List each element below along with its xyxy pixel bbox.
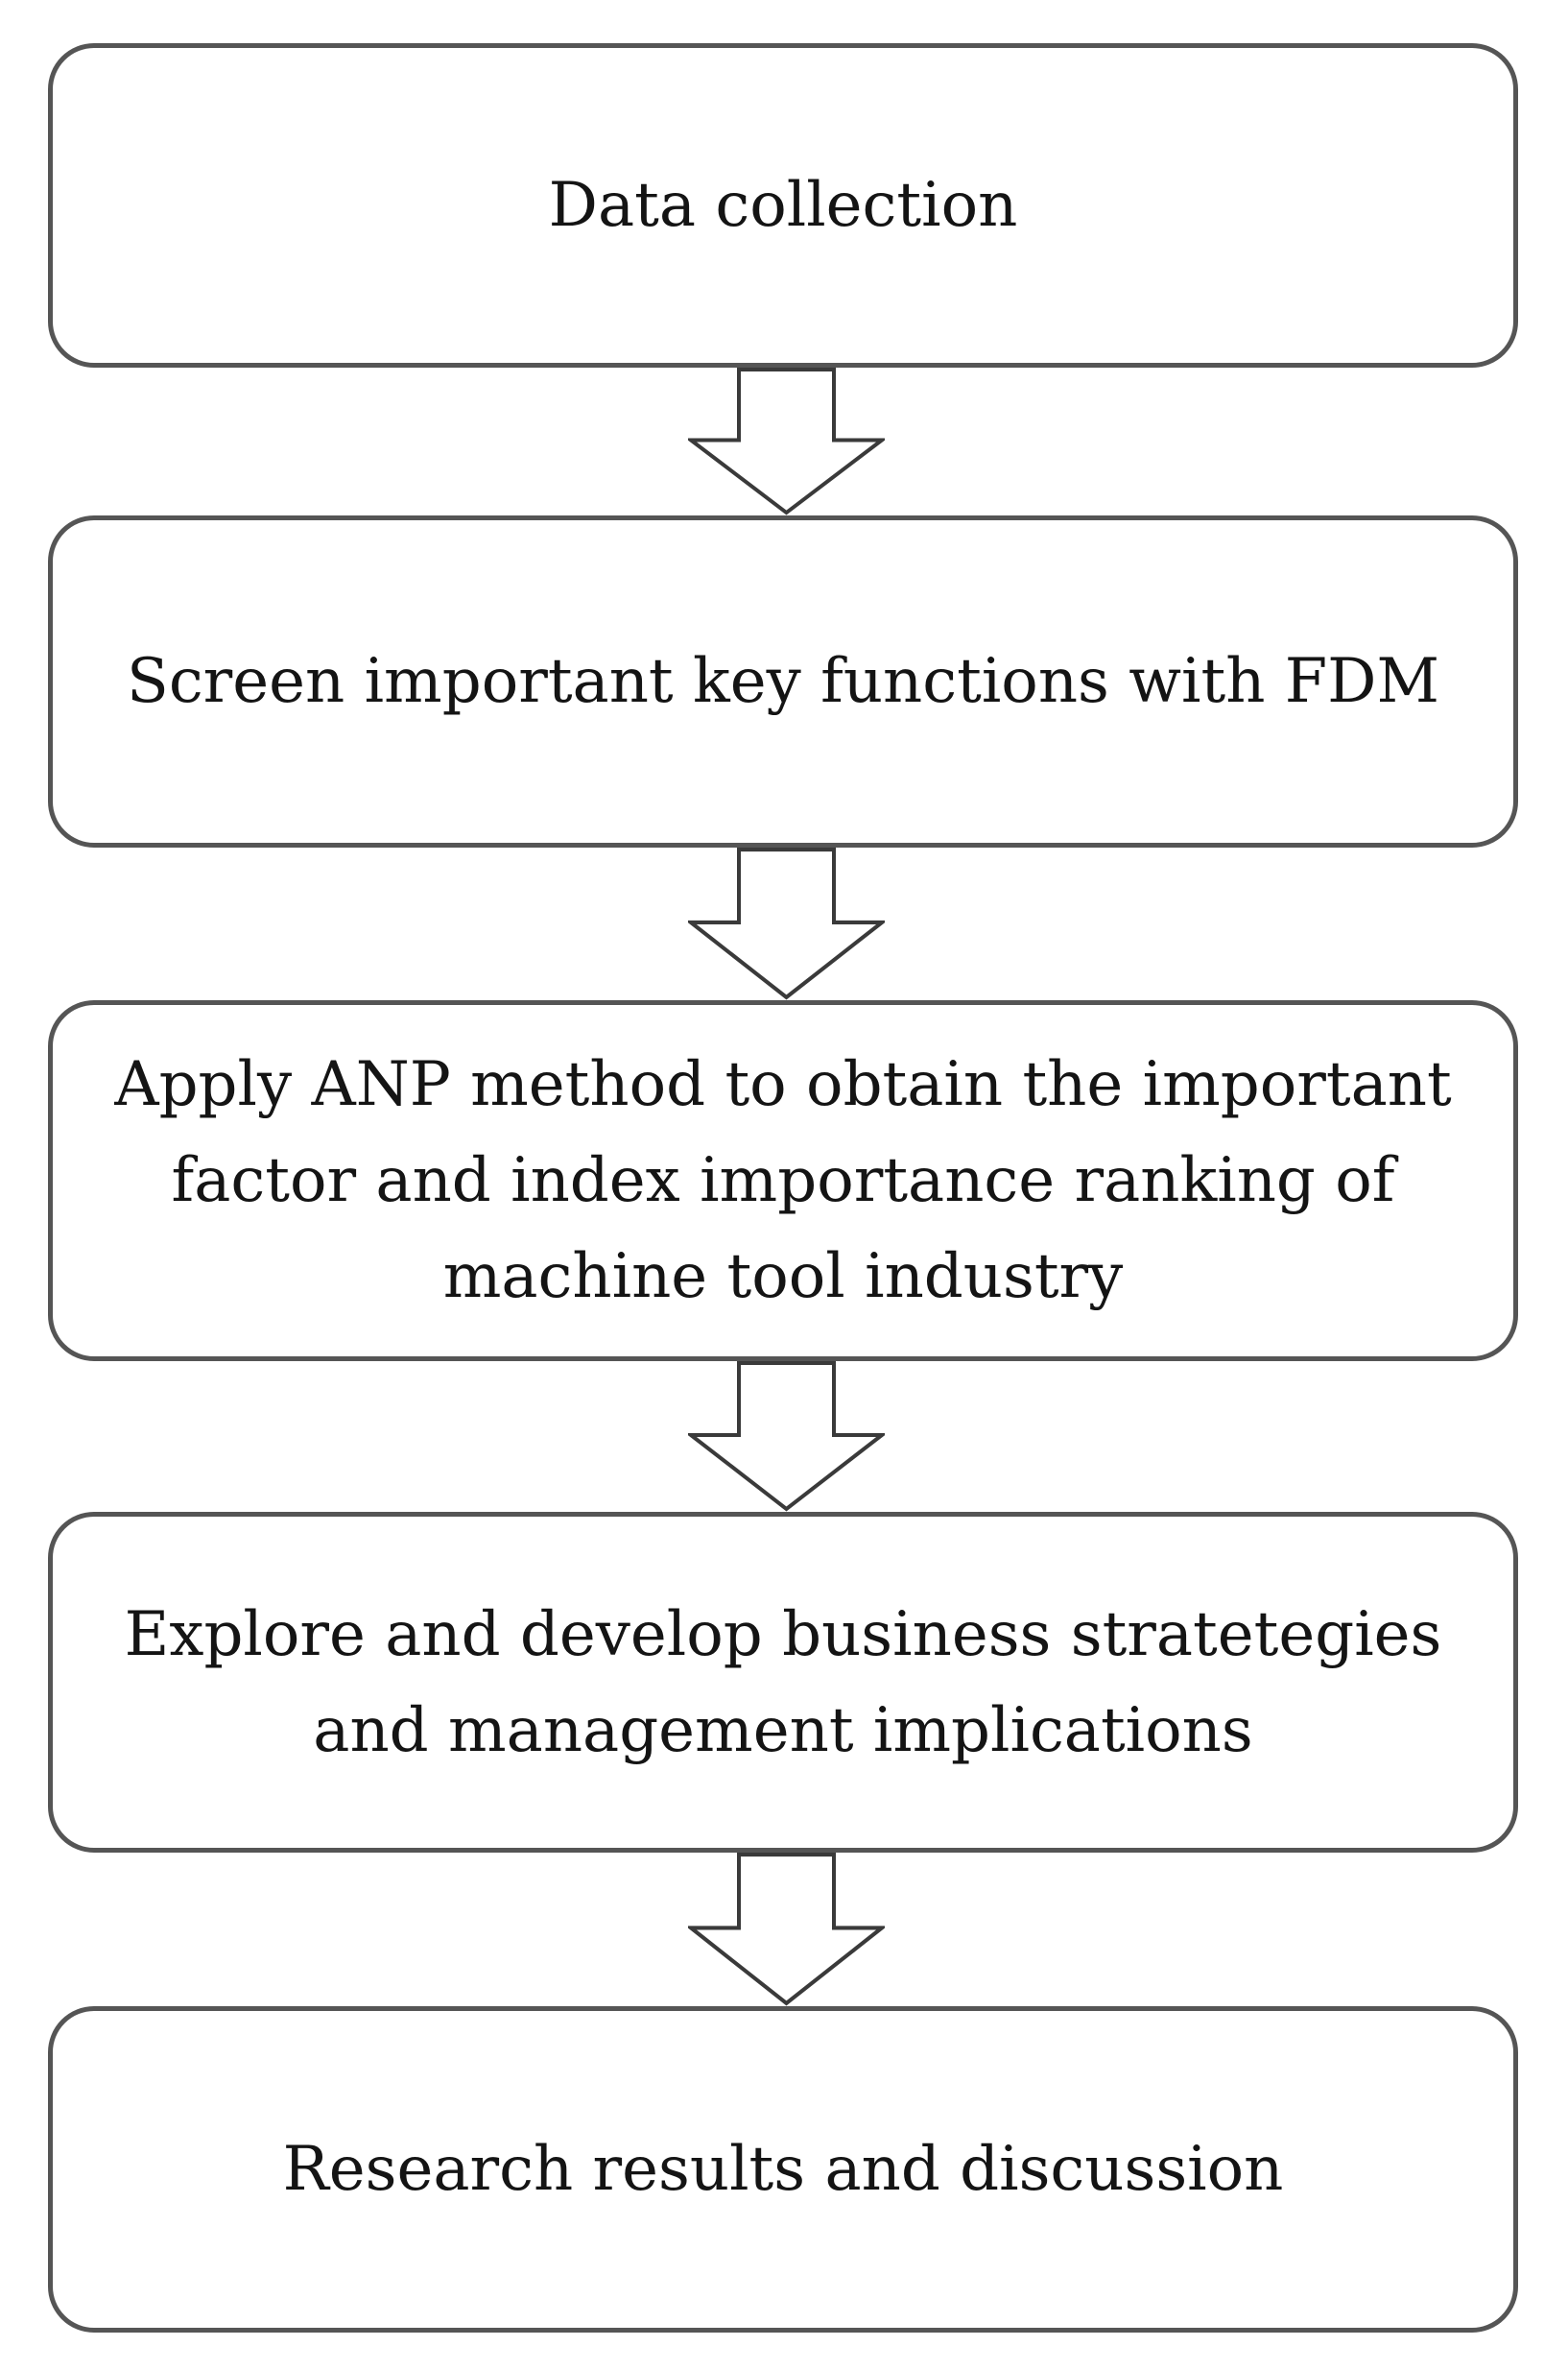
flow-step-label: Screen important key functions with FDM xyxy=(126,646,1440,717)
flow-step-label: factor and index importance ranking of xyxy=(171,1145,1395,1216)
down-arrow-icon xyxy=(688,1361,885,1512)
flow-step-apply-anp-ranking: Apply ANP method to obtain the important… xyxy=(48,1000,1518,1361)
flow-step-label: and management implications xyxy=(313,1694,1253,1766)
flow-step-label: machine tool industry xyxy=(442,1241,1124,1312)
down-arrow-icon xyxy=(688,848,885,1000)
flow-step-data-collection: Data collection xyxy=(48,43,1518,368)
down-arrow-icon xyxy=(688,368,885,515)
down-arrow-icon xyxy=(688,1853,885,2006)
flow-step-label: Apply ANP method to obtain the important xyxy=(114,1049,1452,1120)
flow-step-research-results-discussion: Research results and discussion xyxy=(48,2006,1518,2333)
flow-step-label: Data collection xyxy=(548,170,1018,241)
flow-step-label: Explore and develop business stratetegie… xyxy=(124,1598,1442,1670)
flow-step-label: Research results and discussion xyxy=(282,2134,1284,2205)
flow-step-screen-key-functions-fdm: Screen important key functions with FDM xyxy=(48,515,1518,848)
flow-step-explore-develop-strategies: Explore and develop business stratetegie… xyxy=(48,1512,1518,1853)
